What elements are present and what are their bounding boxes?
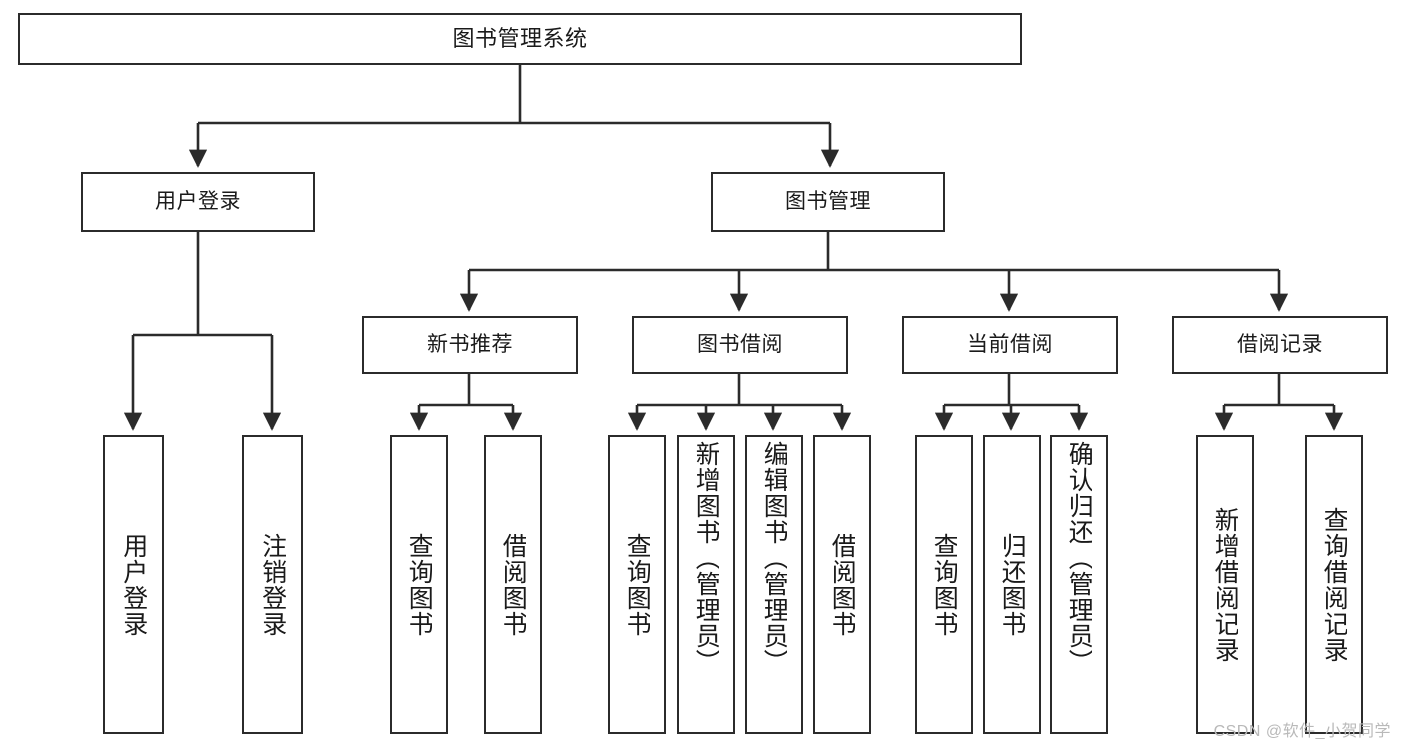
node-label: 查询图书 — [405, 532, 433, 637]
leaf-add-book-admin[interactable]: 新增图书（管理员） — [677, 435, 735, 734]
node-label: 编辑图书（管理员） — [760, 441, 788, 675]
leaf-add-borrow-record[interactable]: 新增借阅记录 — [1196, 435, 1254, 734]
node-label: 查询图书 — [623, 532, 651, 637]
node-label: 图书管理系统 — [452, 25, 588, 51]
node-label: 查询图书 — [930, 532, 958, 637]
node-label: 归还图书 — [998, 532, 1026, 637]
node-label: 查询借阅记录 — [1320, 506, 1348, 663]
node-current-borrowing[interactable]: 当前借阅 — [902, 316, 1118, 374]
node-label: 图书管理 — [785, 190, 871, 214]
node-book-management[interactable]: 图书管理 — [711, 172, 945, 232]
node-label: 新书推荐 — [427, 333, 513, 357]
node-label: 用户登录 — [120, 532, 147, 637]
leaf-borrow-books-recommend[interactable]: 借阅图书 — [484, 435, 542, 734]
node-label: 当前借阅 — [967, 333, 1053, 357]
leaf-user-login[interactable]: 用户登录 — [103, 435, 164, 734]
node-borrowing-records[interactable]: 借阅记录 — [1172, 316, 1388, 374]
leaf-query-books-recommend[interactable]: 查询图书 — [390, 435, 448, 734]
leaf-confirm-return-admin[interactable]: 确认归还（管理员） — [1050, 435, 1108, 734]
leaf-borrow-books[interactable]: 借阅图书 — [813, 435, 871, 734]
leaf-edit-book-admin[interactable]: 编辑图书（管理员） — [745, 435, 803, 734]
node-label: 注销登录 — [259, 532, 286, 637]
node-label: 新增图书（管理员） — [692, 441, 720, 675]
leaf-query-books-current[interactable]: 查询图书 — [915, 435, 973, 734]
node-label: 新增借阅记录 — [1211, 506, 1239, 663]
leaf-query-books-borrow[interactable]: 查询图书 — [608, 435, 666, 734]
node-label: 借阅记录 — [1237, 333, 1323, 357]
node-book-borrowing[interactable]: 图书借阅 — [632, 316, 848, 374]
node-new-book-recommendation[interactable]: 新书推荐 — [362, 316, 578, 374]
leaf-return-books[interactable]: 归还图书 — [983, 435, 1041, 734]
node-label: 借阅图书 — [499, 532, 527, 637]
node-label: 借阅图书 — [828, 532, 856, 637]
leaf-query-borrow-record[interactable]: 查询借阅记录 — [1305, 435, 1363, 734]
node-label: 用户登录 — [155, 190, 241, 214]
node-label: 确认归还（管理员） — [1065, 441, 1093, 675]
node-root-book-management-system[interactable]: 图书管理系统 — [18, 13, 1022, 65]
node-user-login[interactable]: 用户登录 — [81, 172, 315, 232]
node-label: 图书借阅 — [697, 333, 783, 357]
leaf-logout[interactable]: 注销登录 — [242, 435, 303, 734]
